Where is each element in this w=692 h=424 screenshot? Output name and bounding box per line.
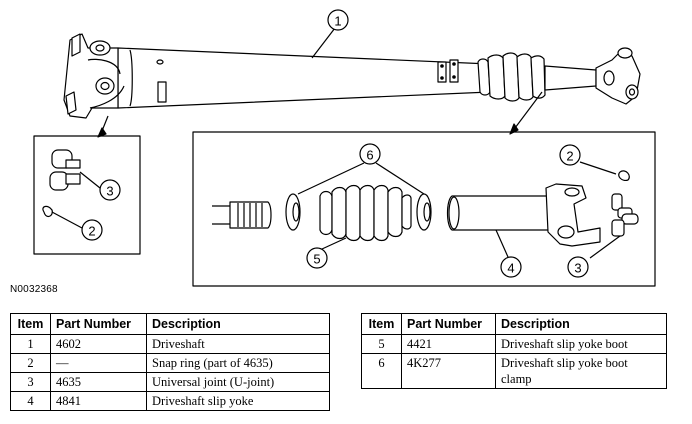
left-inset-ujoint <box>49 149 101 191</box>
row-part-number: 4841 <box>50 391 147 411</box>
row-item: 5 <box>361 334 402 354</box>
table-row: 6 4K277 Driveshaft slip yoke boot clamp <box>361 353 667 389</box>
right-inset-snap-ring <box>618 170 630 181</box>
row-description: Snap ring (part of 4635) <box>146 353 330 373</box>
row-item: 2 <box>10 353 51 373</box>
right-yoke <box>595 47 641 105</box>
header-part-number: Part Number <box>401 313 496 335</box>
parts-table-left: Item Part Number Description 1 4602 Driv… <box>10 313 330 411</box>
row-item: 6 <box>361 353 402 389</box>
clamp-left <box>285 193 301 231</box>
exploded-boot <box>319 184 412 242</box>
row-part-number: 4421 <box>401 334 496 354</box>
row-description: Driveshaft slip yoke boot clamp <box>495 353 667 389</box>
row-part-number: 4602 <box>50 334 147 354</box>
row-description: Driveshaft slip yoke <box>146 391 330 411</box>
table-row: 4 4841 Driveshaft slip yoke <box>10 391 330 411</box>
figure-code: N0032368 <box>10 284 58 295</box>
table-row: 2 — Snap ring (part of 4635) <box>10 353 330 373</box>
left-inset-snap-ring <box>42 205 53 218</box>
table-row: 3 4635 Universal joint (U-joint) <box>10 372 330 392</box>
row-part-number: 4635 <box>50 372 147 392</box>
left-yoke <box>63 33 125 119</box>
row-item: 3 <box>10 372 51 392</box>
table-row: 1 4602 Driveshaft <box>10 334 330 354</box>
table-header-row: Item Part Number Description <box>361 313 667 335</box>
table-row: 5 4421 Driveshaft slip yoke boot <box>361 334 667 354</box>
top-boot <box>477 52 546 102</box>
row-item: 4 <box>10 391 51 411</box>
callout-2-right: 2 <box>566 149 573 164</box>
row-description: Universal joint (U-joint) <box>146 372 330 392</box>
row-part-number: — <box>50 353 147 373</box>
table-header-row: Item Part Number Description <box>10 313 330 335</box>
callout-3-right: 3 <box>574 261 581 276</box>
driveshaft-tube <box>117 47 491 109</box>
header-description: Description <box>495 313 667 335</box>
left-inset-box <box>33 135 141 255</box>
callout-5: 5 <box>313 252 320 267</box>
driveshaft-illustration: 1 3 2 6 5 4 2 3 <box>33 9 656 287</box>
right-inset-box <box>192 131 656 287</box>
parts-table-right: Item Part Number Description 5 4421 Driv… <box>361 313 667 389</box>
clamp-right <box>416 193 432 231</box>
header-item: Item <box>361 313 402 335</box>
row-description: Driveshaft <box>146 334 330 354</box>
row-item: 1 <box>10 334 51 354</box>
exploded-slip-yoke <box>446 183 601 247</box>
header-item: Item <box>10 313 51 335</box>
callout-3-left: 3 <box>106 184 113 199</box>
row-description: Driveshaft slip yoke boot <box>495 334 667 354</box>
callout-4: 4 <box>507 261 514 276</box>
callout-2-left: 2 <box>88 224 95 239</box>
callout-1: 1 <box>334 14 341 29</box>
callout-6: 6 <box>366 148 373 163</box>
header-part-number: Part Number <box>50 313 147 335</box>
shaft-spline <box>212 201 272 229</box>
header-description: Description <box>146 313 330 335</box>
row-part-number: 4K277 <box>401 353 496 389</box>
right-inset-ujoint <box>611 193 639 237</box>
